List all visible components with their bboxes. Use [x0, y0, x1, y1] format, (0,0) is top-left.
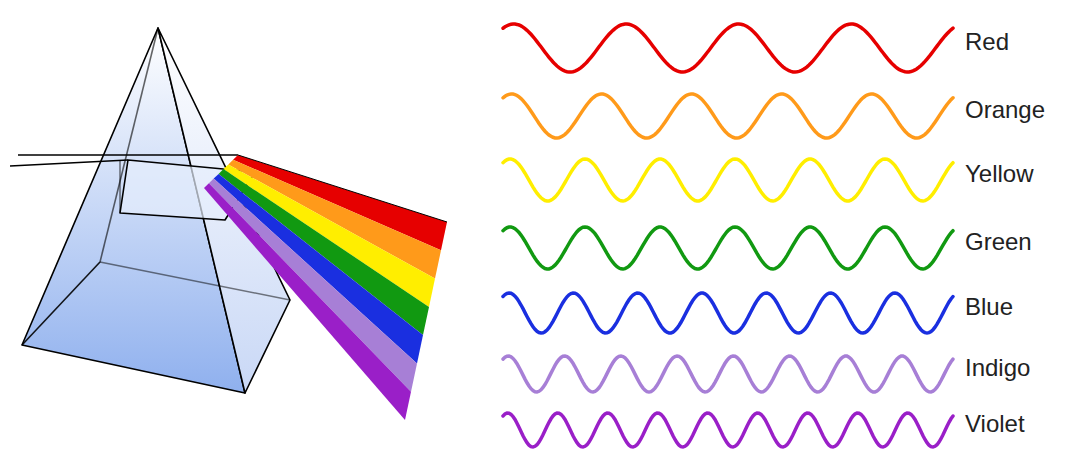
- light-wave: [503, 94, 953, 138]
- spectrum-band: [204, 183, 411, 420]
- light-wave: [503, 356, 953, 392]
- fan-edge: [238, 155, 447, 222]
- light-wave: [503, 159, 953, 201]
- wave-group: [503, 24, 953, 447]
- white-light-ray: [10, 155, 238, 166]
- spectrum-band: [209, 179, 417, 392]
- color-label: Red: [965, 28, 1009, 56]
- light-wave: [503, 413, 953, 447]
- color-label: Orange: [965, 96, 1045, 124]
- spectrum-band: [214, 174, 423, 364]
- light-wave: [503, 227, 953, 269]
- color-label: Violet: [965, 410, 1025, 438]
- light-wave: [503, 24, 953, 72]
- color-label: Blue: [965, 293, 1013, 321]
- light-wave: [503, 293, 953, 333]
- color-label: Indigo: [965, 354, 1030, 382]
- spectrum-fan: [204, 155, 447, 420]
- color-label: Green: [965, 228, 1032, 256]
- color-label: Yellow: [965, 160, 1034, 188]
